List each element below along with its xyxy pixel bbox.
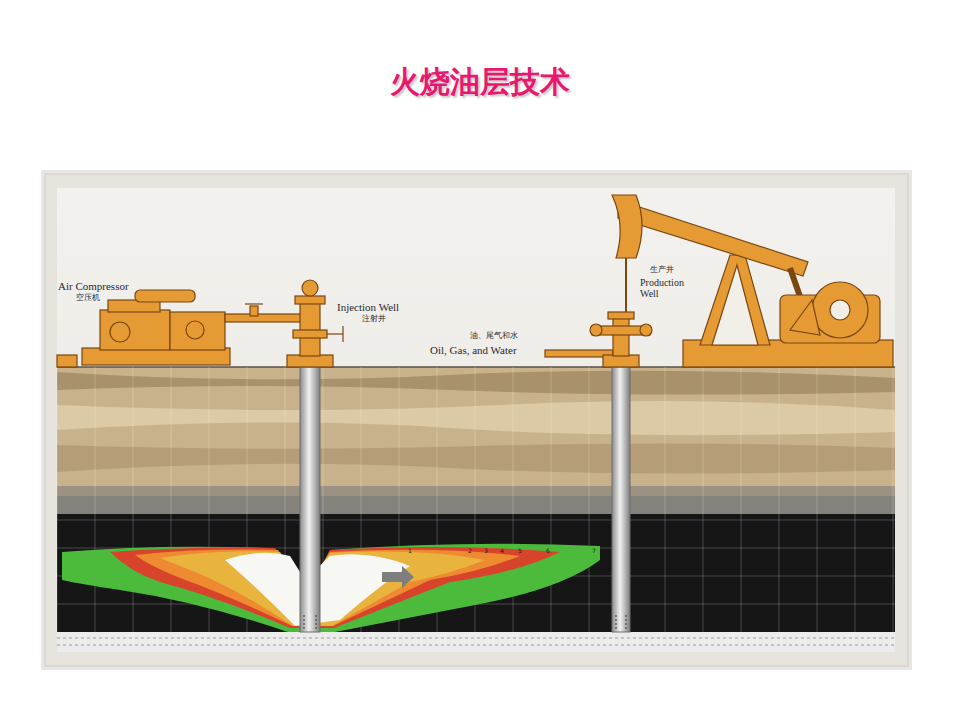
zone-number: 2 — [468, 548, 472, 555]
equipment-label: 空压机 — [76, 294, 100, 303]
art-shape — [589, 367, 590, 632]
art-shape — [855, 367, 856, 632]
art-shape — [41, 170, 912, 670]
equipment-label: Air Compressor — [58, 280, 129, 292]
art-shape — [133, 367, 134, 632]
art-shape — [613, 318, 629, 356]
art-shape — [316, 615, 317, 630]
art-shape — [779, 367, 780, 632]
art-shape — [57, 638, 895, 639]
art-shape — [612, 367, 630, 632]
pump-jack — [612, 195, 893, 367]
art-shape — [616, 615, 617, 630]
art-shape — [304, 615, 305, 630]
flow-label: 油、尾气和水 — [470, 332, 518, 341]
art-shape — [57, 443, 895, 473]
art-shape — [551, 367, 552, 632]
art-shape — [186, 321, 204, 339]
injection-wellhead — [287, 280, 343, 367]
art-shape — [327, 333, 343, 334]
art-shape — [57, 188, 895, 652]
page-title: 火烧油层技术 — [0, 62, 960, 103]
art-shape — [293, 330, 327, 338]
art-shape — [225, 314, 301, 322]
zone-number: 3 — [484, 548, 488, 555]
art-shape — [57, 367, 58, 632]
art-shape — [62, 544, 600, 632]
well-label: 生产井 — [650, 266, 674, 275]
well-label: Injection Well — [337, 301, 399, 313]
art-shape — [57, 632, 895, 652]
art-shape — [300, 367, 320, 632]
art-shape — [712, 265, 758, 345]
art-shape — [45, 174, 908, 666]
art-shape — [830, 300, 850, 320]
art-shape — [625, 255, 627, 312]
art-shape — [817, 367, 818, 632]
art-shape — [812, 282, 868, 338]
combustion-front — [62, 544, 600, 632]
picture-frame — [41, 170, 912, 670]
art-shape — [57, 496, 895, 514]
art-shape — [57, 486, 895, 496]
art-shape — [741, 367, 742, 632]
zone-number: 4 — [500, 548, 504, 555]
art-shape — [250, 306, 258, 316]
art-shape — [245, 303, 263, 304]
art-shape — [110, 322, 130, 342]
art-shape — [57, 371, 895, 395]
flow-label: Oil, Gas, and Water — [430, 344, 517, 356]
art-shape — [608, 312, 634, 319]
zone-number: 1 — [408, 548, 412, 555]
art-shape — [640, 324, 652, 336]
art-shape — [57, 367, 895, 492]
well-label: 注射井 — [362, 315, 386, 324]
grid-lines — [57, 367, 895, 632]
art-shape — [703, 367, 704, 632]
art-shape — [100, 310, 170, 350]
art-shape — [135, 550, 520, 626]
zone-number: 7 — [592, 548, 596, 555]
art-shape — [612, 195, 642, 258]
art-shape — [790, 300, 820, 335]
art-shape — [590, 324, 602, 336]
art-shape — [382, 566, 414, 588]
art-shape — [618, 200, 808, 276]
art-shape — [295, 296, 325, 304]
art-shape — [170, 312, 225, 350]
art-shape — [57, 520, 895, 521]
production-well — [612, 367, 630, 632]
ground-strata — [57, 367, 895, 652]
art-shape — [110, 547, 560, 628]
art-shape — [342, 326, 343, 342]
production-wellhead — [545, 312, 652, 367]
art-shape — [893, 367, 894, 632]
art-shape — [302, 280, 318, 296]
well-label: Production Well — [640, 277, 702, 299]
art-shape — [700, 255, 770, 345]
injection-well — [300, 367, 320, 632]
zone-number: 5 — [518, 548, 522, 555]
art-shape — [665, 367, 666, 632]
art-shape — [603, 355, 639, 367]
art-shape — [95, 367, 96, 632]
art-shape — [57, 514, 895, 632]
art-shape — [287, 355, 333, 367]
zone-number: 6 — [546, 548, 550, 555]
art-shape — [135, 290, 195, 302]
art-shape — [160, 551, 485, 626]
art-shape — [300, 300, 320, 356]
art-shape — [57, 355, 77, 367]
art-shape — [57, 645, 895, 646]
art-shape — [626, 615, 627, 630]
air-compressor — [57, 290, 301, 367]
art-shape — [57, 401, 895, 435]
